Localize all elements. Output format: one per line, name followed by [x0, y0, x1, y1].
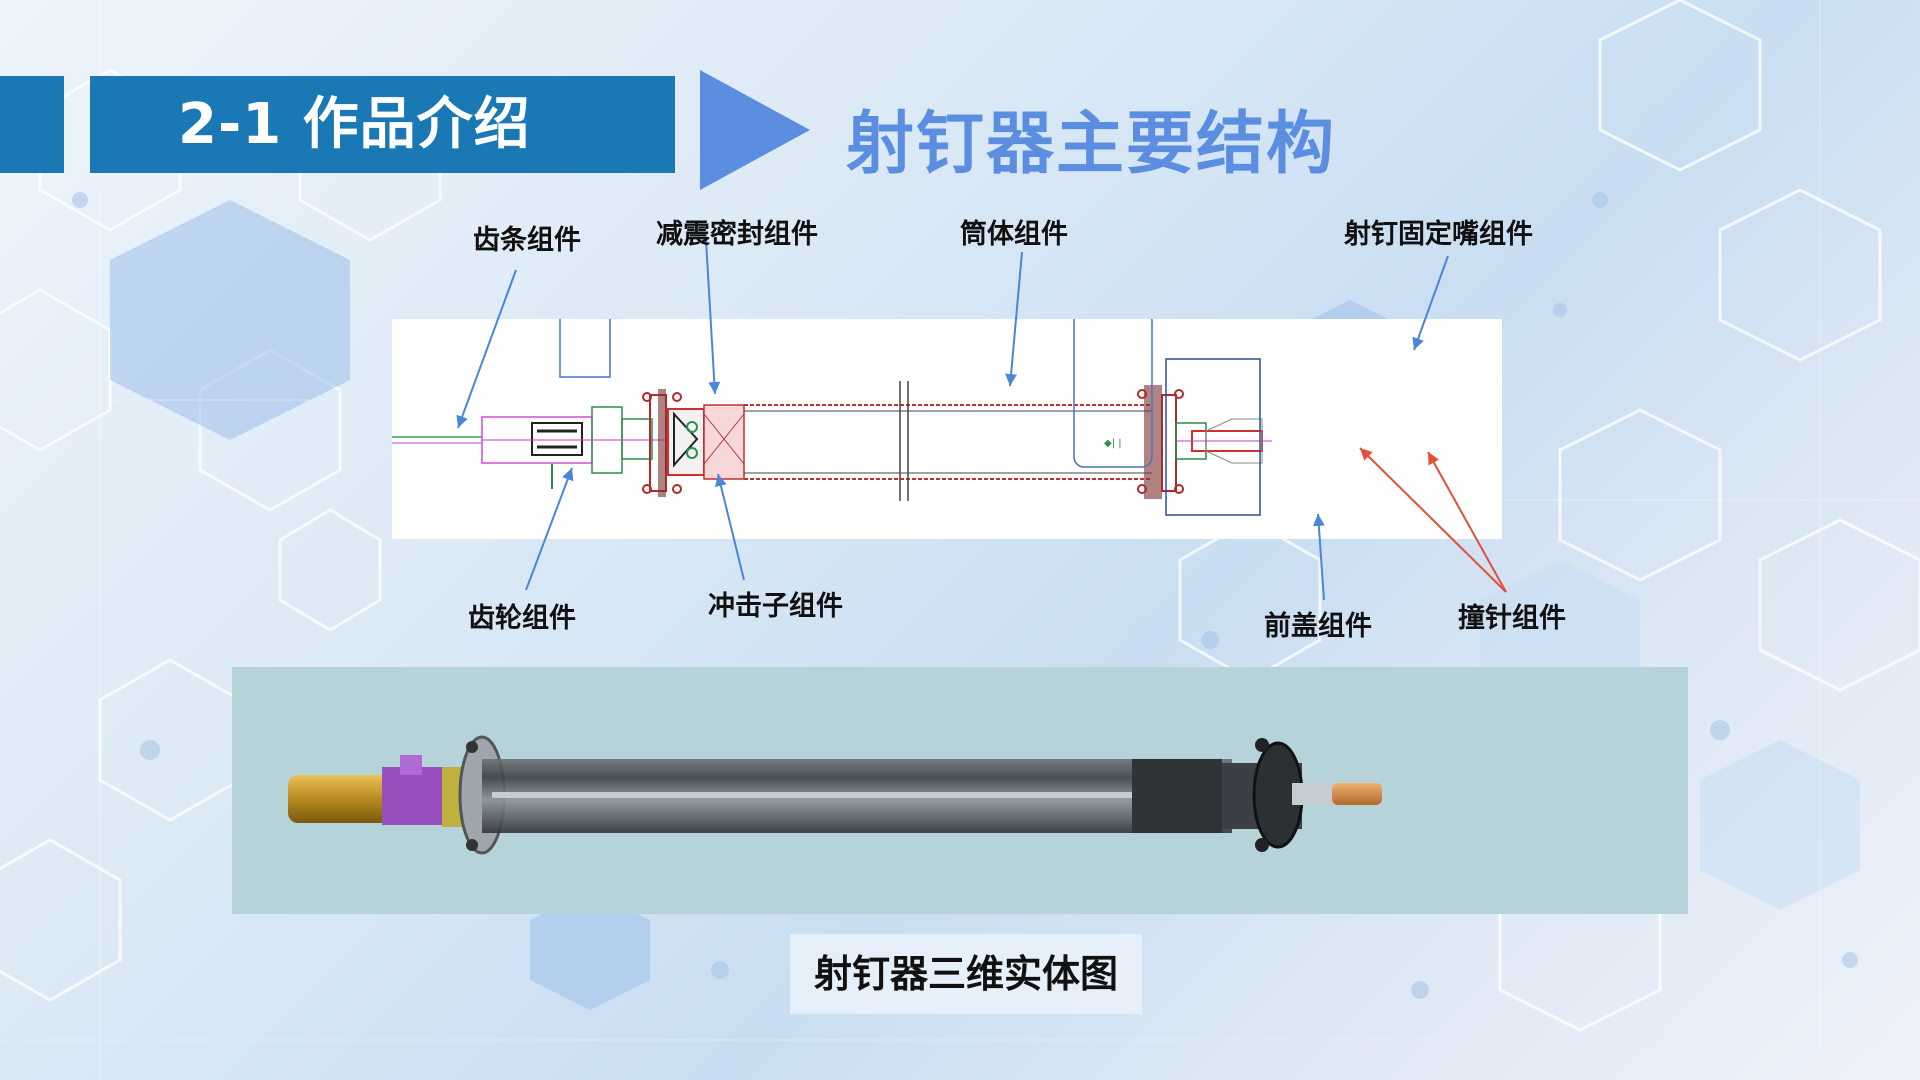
callout-gear: 齿轮组件 [468, 603, 576, 634]
callout-rack: 齿条组件 [473, 225, 581, 256]
callout-barrel: 筒体组件 [960, 219, 1068, 250]
play-arrow-icon [700, 70, 810, 190]
drawing-marker: ◆| | [1104, 438, 1122, 449]
header-accent-block [0, 76, 64, 173]
callout-nozzle: 射钉固定嘴组件 [1344, 219, 1533, 250]
callout-damping-seal: 减震密封组件 [656, 219, 818, 250]
callout-front-cover: 前盖组件 [1264, 611, 1372, 642]
slide-heading: 射钉器主要结构 [846, 105, 1337, 184]
callout-firing-pin: 撞针组件 [1458, 603, 1566, 634]
3d-model-illustration [288, 735, 1382, 855]
drawing-lines: ◆| | [392, 319, 1272, 516]
engineering-drawing: ◆| | [392, 319, 1502, 539]
section-title: 2-1 作品介绍 [90, 76, 675, 173]
3d-render [232, 667, 1688, 914]
figure-caption: 射钉器三维实体图 [790, 934, 1142, 1014]
callout-impactor: 冲击子组件 [708, 591, 843, 622]
